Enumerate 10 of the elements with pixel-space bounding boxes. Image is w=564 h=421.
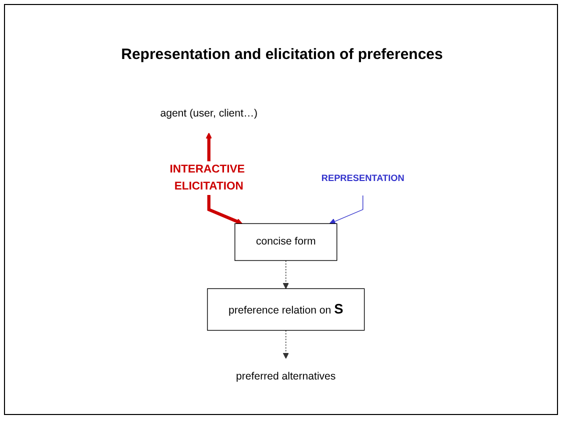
node-text: REPRESENTATION bbox=[321, 172, 404, 184]
arrow bbox=[282, 330, 289, 359]
edge-label: INTERACTIVE ELICITATION bbox=[170, 163, 245, 192]
node-box: concise form bbox=[234, 223, 338, 261]
arrow bbox=[282, 260, 289, 289]
node-box: preference relation on S bbox=[207, 288, 365, 331]
node-text: agent (user, client…) bbox=[160, 108, 258, 120]
title: Representation and elicitation of preferences bbox=[120, 46, 444, 63]
arrow bbox=[329, 195, 364, 224]
node-text: preferred alternatives bbox=[236, 370, 336, 382]
